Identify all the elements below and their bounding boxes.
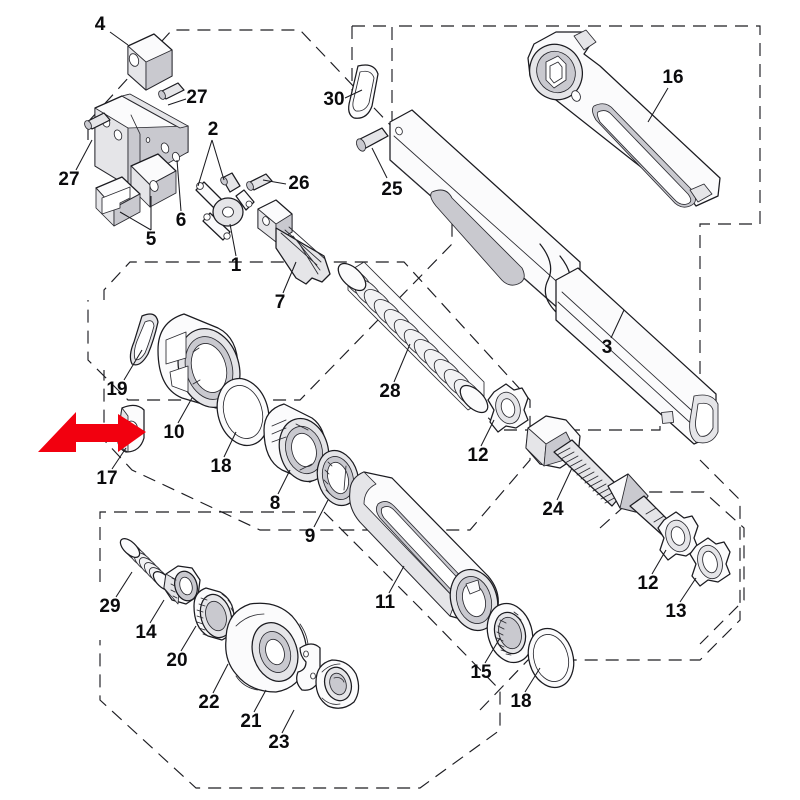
callout-12-tab-washer: 12: [637, 573, 658, 594]
callout-number-layer: 4272722656173025163281224191017188911151…: [58, 14, 686, 753]
part-8-threaded-collar: [263, 403, 330, 483]
part-11-inner-tube: [349, 471, 499, 632]
callout-25-dowel-pin: 25: [381, 179, 403, 200]
part-24-adjuster-bolt: [525, 415, 683, 545]
highlight-arrow: [38, 412, 146, 452]
callout-28-coil-spring: 28: [379, 381, 400, 402]
callout-2-link-plate: 2: [208, 119, 219, 140]
part-2-link-plates: [195, 172, 255, 241]
group-lower-right-boundary: [479, 459, 741, 711]
part-5-shim-plates: [95, 153, 177, 227]
callout-1-cam-roller: 1: [231, 255, 242, 276]
part-23-end-cam: [315, 659, 360, 709]
callout-10-sleeve-collar: 10: [163, 422, 184, 443]
callout-17-wedge-shoe: 17: [96, 468, 117, 489]
part-19-retaining-clip: [129, 313, 159, 366]
part-29-compression-spring: [119, 537, 174, 592]
callout-24-adjuster-bolt: 24: [542, 499, 564, 520]
part-20-knurled-collar: [193, 587, 235, 641]
group-upper-right-boundary: [391, 25, 761, 431]
part-16-lever-arm: [527, 29, 721, 208]
part-7-splined-shaft: [257, 199, 331, 285]
callout-26-pivot-pin: 26: [288, 173, 309, 194]
part-12-tab-washer-lower: [657, 511, 699, 561]
callout-5-shim-plate: 5: [146, 229, 157, 250]
part-25-dowel-pin: [356, 127, 389, 152]
callout-18-o-ring: 18: [210, 456, 231, 477]
part-18-o-ring-upper: [216, 377, 270, 447]
callout-13-lock-washer: 13: [665, 601, 686, 622]
part-26-pivot-pin: [246, 173, 273, 191]
callout-8-threaded-collar: 8: [270, 493, 281, 514]
callout-27-roll-pin: 27: [58, 169, 79, 190]
callout-9-lock-ring: 9: [305, 526, 316, 547]
group-lower-left-boundary: [99, 511, 501, 789]
callout-6-yoke-body: 6: [176, 210, 187, 231]
part-12-tab-washer-upper: [487, 383, 529, 433]
part-4-end-cap-plate: [127, 33, 173, 91]
callout-22-cam-housing: 22: [198, 692, 219, 713]
callout-12-tab-washer: 12: [467, 445, 488, 466]
callout-23-end-cam: 23: [268, 732, 289, 753]
callout-15-splined-washer: 15: [470, 662, 492, 683]
part-3-outer-tube: [389, 109, 719, 445]
callout-20-knurled-collar: 20: [166, 650, 187, 671]
callout-29-compression-spring: 29: [99, 596, 120, 617]
callout-4-end-cap-plate: 4: [95, 14, 106, 35]
callout-14-hex-nut: 14: [135, 622, 157, 643]
callout-11-inner-tube: 11: [375, 592, 396, 613]
callout-27-roll-pin: 27: [186, 87, 207, 108]
part-22-cam-housing: [225, 602, 309, 693]
part-30-oblong-seal: [348, 64, 379, 119]
callout-30-oblong-seal: 30: [323, 89, 344, 110]
part-14-hex-nut: [163, 565, 201, 605]
callout-16-lever-arm: 16: [662, 67, 683, 88]
part-13-lock-washer: [689, 537, 731, 587]
part-28-coil-spring: [337, 261, 489, 414]
callout-leaders: [75, 31, 697, 734]
callout-19-retaining-clip: 19: [106, 379, 127, 400]
part-9-lock-ring: [316, 449, 360, 507]
group-middle-boundary: [103, 261, 531, 531]
callout-3-outer-tube: 3: [602, 337, 613, 358]
part-27-roll-pins: [84, 82, 185, 130]
part-18-o-ring-lower: [527, 627, 575, 689]
callout-7-splined-shaft: 7: [275, 292, 286, 313]
group-upper-right-boundary-2: [351, 25, 392, 96]
callout-18-o-ring: 18: [510, 691, 531, 712]
part-21-c-clip: [296, 643, 321, 691]
callout-21-c-clip: 21: [240, 711, 262, 732]
part-15-splined-washer: [486, 602, 534, 664]
